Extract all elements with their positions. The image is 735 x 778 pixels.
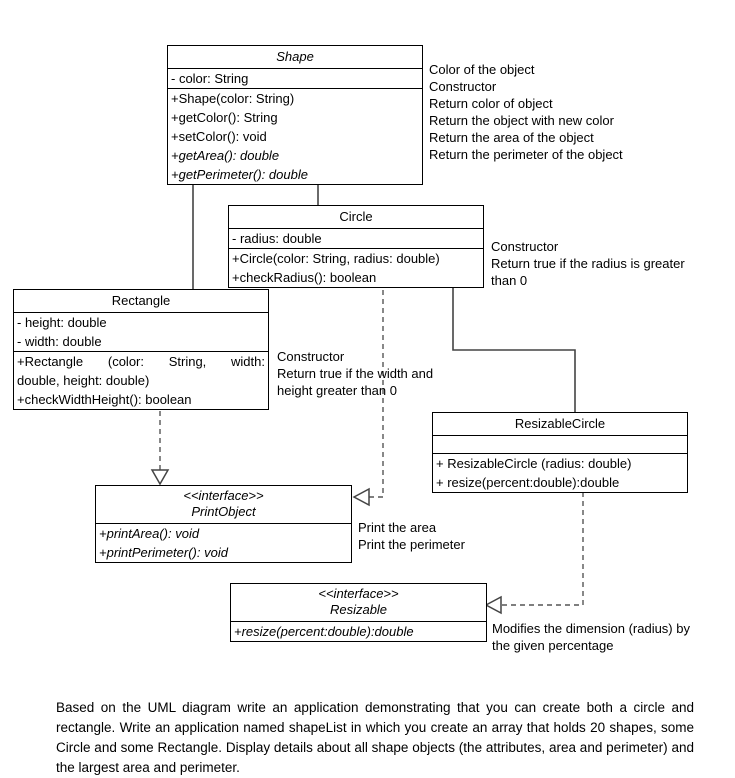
stereotype-interface-resizable: <<interface>>	[318, 586, 399, 601]
method-getarea: +getArea(): double	[171, 148, 280, 163]
circle-attributes-compartment: - radius: double	[229, 228, 483, 248]
method-rectangle-constructor-line1: +Rectangle (color: String, width:	[17, 354, 265, 369]
attribute-radius: - radius: double	[232, 231, 322, 246]
stereotype-interface-printobject: <<interface>>	[183, 488, 264, 503]
class-box-rectangle[interactable]: Rectangle - height: double - width: doub…	[13, 289, 269, 410]
attribute-width: - width: double	[17, 334, 102, 349]
resizablecircle-methods-compartment: + ResizableCircle (radius: double) + res…	[433, 453, 687, 492]
circle-title-compartment: Circle	[229, 206, 483, 228]
method-printperimeter: +printPerimeter(): void	[99, 545, 228, 560]
resizable-title-compartment: <<interface>> Resizable	[231, 584, 486, 621]
rectangle-attributes-compartment: - height: double - width: double	[14, 312, 268, 351]
method-checkradius: +checkRadius(): boolean	[232, 270, 377, 285]
method-rectangle-constructor-line2: double, height: double)	[17, 373, 150, 388]
rectangle-title-compartment: Rectangle	[14, 290, 268, 312]
method-checkwidthheight: +checkWidthHeight(): boolean	[17, 392, 192, 407]
class-name-rectangle: Rectangle	[111, 293, 171, 308]
rectangle-methods-compartment: +Rectangle (color: String, width: double…	[14, 351, 268, 409]
realization-resizablecircle-to-resizable	[484, 483, 584, 615]
method-shape-constructor: +Shape(color: String)	[171, 91, 295, 106]
assignment-description: Based on the UML diagram write an applic…	[56, 700, 694, 775]
class-name-printobject: PrintObject	[191, 504, 256, 519]
note-shape: Color of the object Constructor Return c…	[429, 62, 623, 162]
method-printarea: +printArea(): void	[99, 526, 200, 541]
class-box-resizable[interactable]: <<interface>> Resizable +resize(percent:…	[230, 583, 487, 642]
attribute-color: - color: String	[171, 71, 249, 86]
note-printobject: Print the area Print the perimeter	[358, 520, 465, 552]
resizable-methods-compartment: +resize(percent:double):double	[231, 621, 486, 641]
printobject-methods-compartment: +printArea(): void +printPerimeter(): vo…	[96, 523, 351, 562]
circle-methods-compartment: +Circle(color: String, radius: double) +…	[229, 248, 483, 287]
class-name-resizable: Resizable	[329, 602, 388, 617]
note-circle: Constructor Return true if the radius is…	[491, 239, 685, 288]
method-setcolor: +setColor(): void	[171, 129, 267, 144]
method-resize: + resize(percent:double):double	[436, 475, 620, 490]
generalization-rectangle-to-shape	[183, 165, 203, 289]
method-resizable-resize: +resize(percent:double):double	[234, 624, 414, 639]
shape-title-compartment: Shape	[168, 46, 422, 68]
class-box-circle[interactable]: Circle - radius: double +Circle(color: S…	[228, 205, 484, 288]
class-box-shape[interactable]: Shape - color: String +Shape(color: Stri…	[167, 45, 423, 185]
shape-attributes-compartment: - color: String	[168, 68, 422, 88]
method-getcolor: +getColor(): String	[171, 110, 278, 125]
method-resizablecircle-constructor: + ResizableCircle (radius: double)	[436, 456, 632, 471]
resizablecircle-title-compartment: ResizableCircle	[433, 413, 687, 435]
shape-methods-compartment: +Shape(color: String) +getColor(): Strin…	[168, 88, 422, 184]
resizablecircle-attributes-compartment	[433, 435, 687, 453]
note-rectangle: Constructor Return true if the width and…	[277, 349, 434, 398]
realization-circle-to-printobject	[352, 272, 384, 507]
method-getperimeter: +getPerimeter(): double	[171, 167, 308, 182]
class-name-circle: Circle	[339, 209, 373, 224]
class-name-shape: Shape	[276, 49, 314, 64]
class-box-printobject[interactable]: <<interface>> PrintObject +printArea(): …	[95, 485, 352, 563]
class-box-resizablecircle[interactable]: ResizableCircle + ResizableCircle (radiu…	[432, 412, 688, 493]
attribute-height: - height: double	[17, 315, 107, 330]
note-resizable: Modifies the dimension (radius) by the g…	[492, 621, 690, 653]
method-circle-constructor: +Circle(color: String, radius: double)	[232, 251, 440, 266]
printobject-title-compartment: <<interface>> PrintObject	[96, 486, 351, 523]
class-name-resizablecircle: ResizableCircle	[514, 416, 606, 431]
